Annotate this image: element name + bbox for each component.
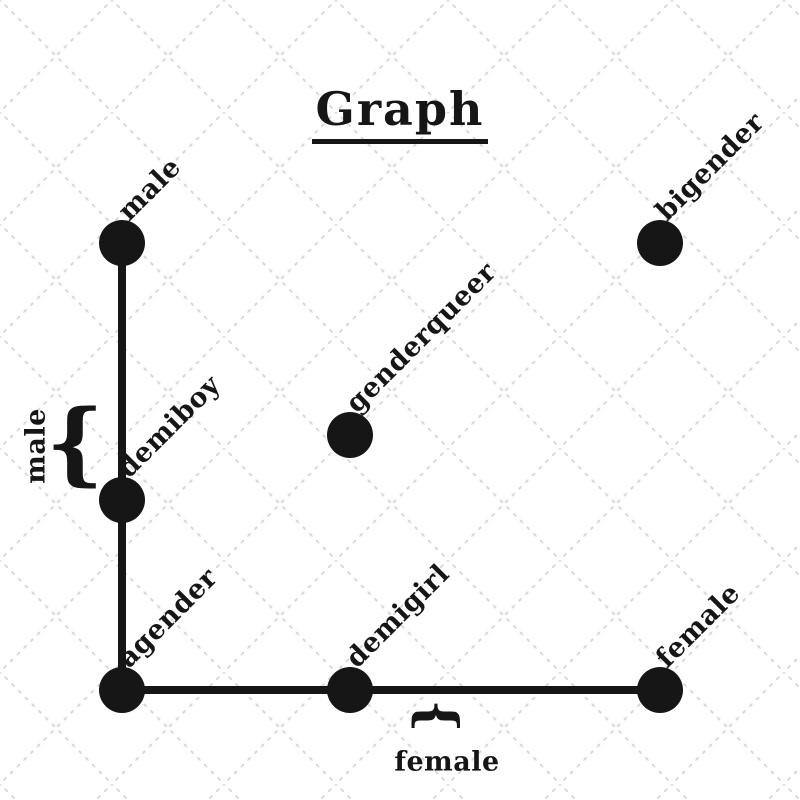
female-brace-label: female bbox=[394, 746, 500, 778]
page-title-text: Graph bbox=[311, 84, 489, 144]
female-brace-glyph: { bbox=[407, 699, 468, 733]
node-genderqueer bbox=[327, 412, 373, 458]
node-demigirl bbox=[327, 667, 373, 713]
edge-male-demiboy bbox=[118, 239, 126, 504]
male-brace-glyph: { bbox=[46, 390, 104, 496]
edge-demiboy-agender bbox=[118, 496, 126, 694]
edge-agender-demigirl bbox=[118, 686, 354, 694]
male-brace-label: male bbox=[20, 408, 52, 484]
page-title: Graph bbox=[0, 84, 800, 144]
node-agender bbox=[99, 667, 145, 713]
node-demiboy bbox=[99, 477, 145, 523]
node-female bbox=[637, 667, 683, 713]
node-bigender bbox=[637, 220, 683, 266]
edge-demigirl-female bbox=[346, 686, 664, 694]
node-male bbox=[99, 220, 145, 266]
